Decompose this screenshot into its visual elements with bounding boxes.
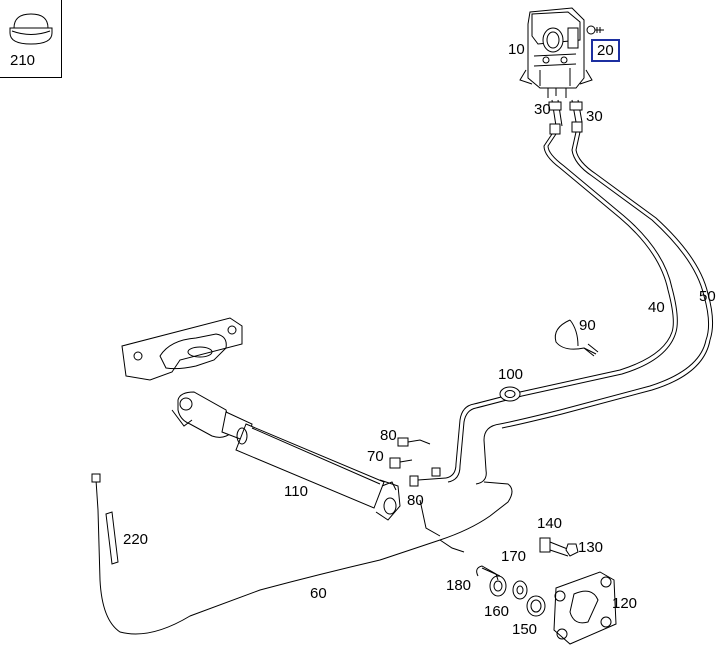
callout-140[interactable]: 140 [537, 515, 563, 532]
callout-100[interactable]: 100 [498, 366, 524, 383]
callout-40[interactable]: 40 [648, 299, 665, 316]
callout-110[interactable]: 110 [284, 483, 308, 500]
callout-120[interactable]: 120 [612, 595, 638, 612]
callout-50[interactable]: 50 [699, 288, 716, 305]
mounting-bracket [121, 317, 243, 381]
part-180-cotter-pin [476, 565, 501, 581]
callout-80-lower[interactable]: 80 [407, 492, 424, 509]
hydraulic-lines-40-50 [445, 131, 714, 485]
part-20-screw [586, 25, 604, 35]
callout-160[interactable]: 160 [484, 603, 510, 620]
part-90-strap [554, 319, 599, 357]
callout-80-upper[interactable]: 80 [380, 427, 397, 444]
callout-90[interactable]: 90 [579, 317, 596, 334]
part-170-washer [512, 580, 528, 600]
part-130-nut [565, 543, 579, 557]
callout-170[interactable]: 170 [501, 548, 527, 565]
callout-70[interactable]: 70 [367, 448, 384, 465]
part-10-actuator [519, 7, 593, 98]
part-140-bolt [539, 537, 571, 557]
hydraulic-line-60 [91, 473, 513, 635]
part-150-bushing [526, 595, 546, 617]
callout-60[interactable]: 60 [310, 585, 327, 602]
callout-130[interactable]: 130 [578, 539, 604, 556]
parts-70-80-fittings [389, 437, 447, 487]
callout-20[interactable]: 20 [591, 39, 620, 62]
part-100-grommet [499, 386, 521, 402]
part-30-fittings [548, 99, 583, 135]
callout-150[interactable]: 150 [512, 621, 538, 638]
part-160-washer [489, 575, 507, 597]
callout-210[interactable]: 210 [10, 52, 36, 69]
callout-30-left[interactable]: 30 [534, 101, 551, 118]
part-110-cylinder [171, 391, 401, 521]
callout-30-right[interactable]: 30 [586, 108, 603, 125]
callout-10[interactable]: 10 [508, 41, 525, 58]
part-120-lever [553, 571, 617, 645]
callout-180[interactable]: 180 [446, 577, 472, 594]
inset-frame [0, 0, 62, 78]
part-220-sleeve [105, 511, 119, 565]
callout-220[interactable]: 220 [123, 531, 149, 548]
part-210-cap [9, 13, 53, 45]
